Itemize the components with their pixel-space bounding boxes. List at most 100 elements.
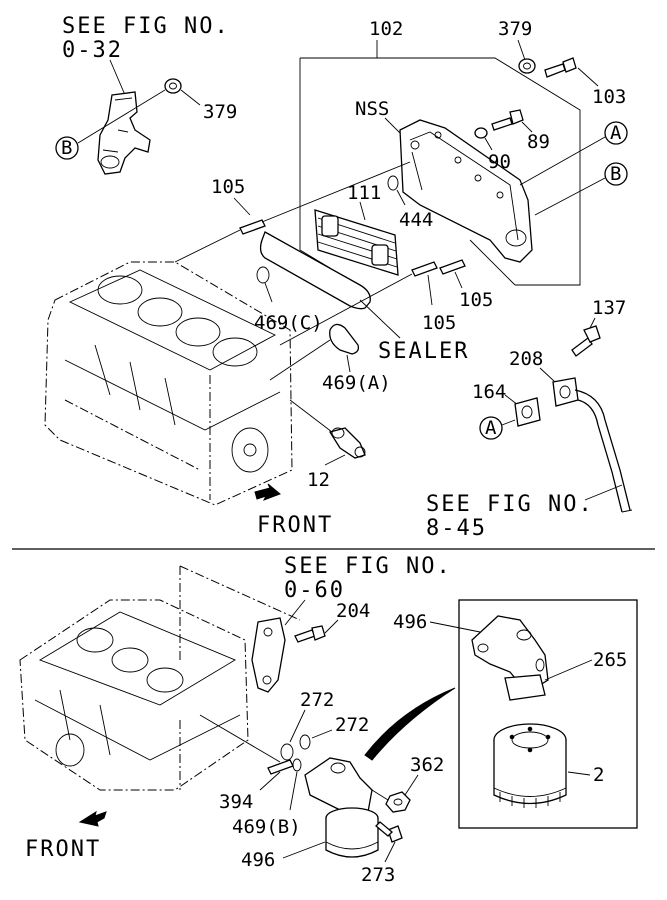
leader-line (501, 419, 516, 426)
part-12: 12 (307, 469, 330, 491)
assembly-bracket-102 (299, 40, 581, 286)
leader-line (284, 599, 306, 626)
sealer-label: SEALER (378, 339, 469, 364)
front-arrow-icon (254, 483, 281, 501)
leader-line (371, 789, 389, 801)
part-102: 102 (369, 18, 403, 40)
leader-line (584, 484, 623, 501)
o-ring-444 (387, 175, 399, 191)
bolt-89 (491, 109, 524, 131)
front-arrow-icon-bottom (78, 810, 107, 827)
leader-line (521, 121, 533, 133)
part-272-right: 272 (335, 714, 369, 736)
thermostat-housing (97, 91, 151, 175)
ref-fig-8-45-line1: SEE FIG NO. (426, 492, 594, 517)
leader-line (534, 177, 606, 216)
nut-379-top (518, 58, 536, 74)
leader-line (577, 67, 599, 87)
leader-line (396, 189, 406, 206)
oil-cooler-housing (399, 119, 533, 263)
leader-line (109, 59, 126, 96)
oil-pressure-valve-12 (328, 427, 366, 459)
leader-line (289, 399, 333, 433)
flange-208 (552, 377, 579, 407)
nut-362 (385, 791, 411, 813)
gasket-469a (329, 323, 360, 355)
o-ring-469b (292, 758, 302, 772)
part-273: 273 (361, 864, 395, 886)
dashed-bracket (179, 565, 301, 660)
leader-line (324, 619, 339, 634)
part-394: 394 (219, 791, 253, 813)
leader-line (77, 89, 166, 144)
callout-a-2: A (604, 121, 628, 145)
ref-fig-0-32-line2: 0-32 (62, 38, 123, 63)
stud-105-mid (411, 261, 438, 277)
callout-b-1: B (55, 136, 79, 160)
detail-pointer (364, 687, 456, 761)
part-496-bottom: 496 (241, 849, 275, 871)
leader-line (539, 367, 556, 383)
part-496-top: 496 (393, 611, 427, 633)
leader-line (279, 273, 413, 346)
leader-line (259, 771, 281, 791)
oil-filter-assembly-496 (304, 757, 379, 858)
leader-line (469, 239, 516, 286)
engine-block-top (44, 261, 293, 506)
o-ring-272-b (299, 734, 311, 750)
leader-line (199, 714, 281, 763)
leader-line (589, 317, 596, 329)
oil-filter-bracket (251, 617, 286, 693)
leader-line (359, 299, 401, 339)
part-204: 204 (336, 600, 370, 622)
ref-fig-8-45-line2: 8-45 (426, 516, 487, 541)
bolt-273 (375, 821, 403, 843)
stud-105-top (239, 219, 266, 235)
part-272-top: 272 (300, 689, 334, 711)
svg-text:B: B (610, 163, 621, 185)
leader-line (544, 659, 593, 681)
callout-a-3: A (479, 416, 503, 440)
stud-105-right (439, 259, 466, 275)
leader-line (484, 137, 493, 151)
leader-line (384, 117, 403, 136)
leader-line (282, 841, 326, 859)
part-469b: 469(B) (232, 816, 301, 838)
bolt-204 (294, 625, 326, 643)
part-208: 208 (509, 348, 543, 370)
leader-line (324, 454, 346, 466)
gasket-sealer (259, 231, 371, 310)
svg-text:A: A (610, 122, 622, 144)
leader-line (311, 729, 333, 739)
leader-line (519, 136, 606, 186)
leader-line (269, 339, 331, 381)
part-105-right: 105 (459, 289, 493, 311)
nut-379-left (164, 78, 182, 94)
bolt-103 (544, 57, 577, 78)
ref-fig-0-60-line2: 0-60 (284, 578, 345, 603)
part-444: 444 (399, 209, 433, 231)
svg-text:A: A (485, 417, 497, 439)
part-265: 265 (593, 649, 627, 671)
part-379-left: 379 (203, 101, 237, 123)
part-90: 90 (488, 151, 511, 173)
leader-line (180, 89, 201, 106)
stud-394 (267, 759, 294, 775)
ref-fig-0-60-line1: SEE FIG NO. (284, 554, 452, 579)
leader-line (264, 282, 273, 303)
part-105-top: 105 (211, 176, 245, 198)
part-137: 137 (592, 297, 626, 319)
leader-line (289, 709, 306, 743)
filter-head-inset (471, 615, 549, 701)
part-469a: 469(A) (322, 372, 391, 394)
leader-line (454, 271, 463, 289)
gasket-164 (514, 397, 541, 427)
leader-line (346, 354, 351, 373)
part-469c: 469(C) (254, 312, 323, 334)
oil-pipe (574, 389, 633, 513)
ref-fig-0-32-line1: SEE FIG NO. (62, 14, 230, 39)
front-label-bottom: FRONT (25, 837, 101, 862)
part-379-top: 379 (498, 18, 532, 40)
